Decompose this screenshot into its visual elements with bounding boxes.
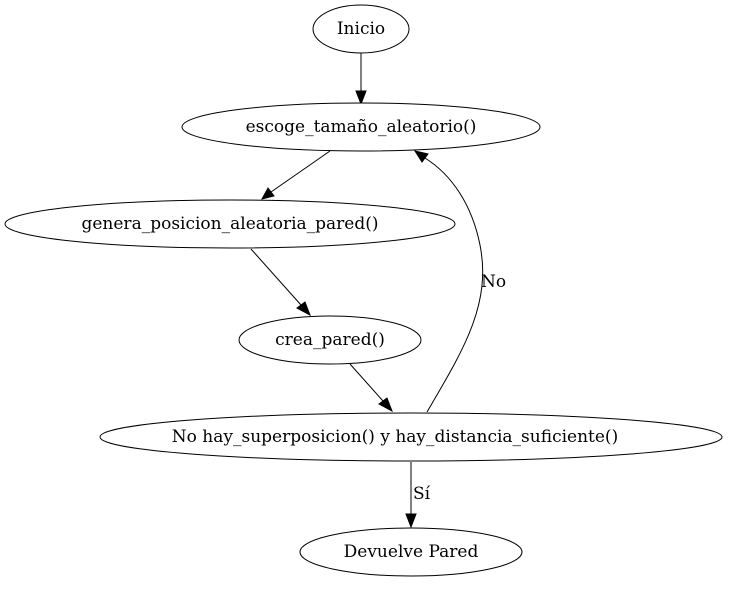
edge-condicion-to-devuelve [405,462,417,529]
edge-genera-to-crea [250,248,311,317]
edge-crea-to-condicion [349,363,393,413]
node-label-devuelve: Devuelve Pared [344,542,479,562]
edge-label-si: Sí [413,484,431,504]
edge-escoge-to-genera [261,150,331,200]
edge-label-no: No [481,272,506,292]
edges: No Sí [250,53,506,529]
node-devuelve: Devuelve Pared [299,527,523,577]
node-label-crea: crea_pared() [275,330,385,350]
node-inicio: Inicio [312,4,410,54]
node-label-genera: genera_posicion_aleatoria_pared() [81,214,378,234]
node-label-inicio: Inicio [337,19,385,39]
edge-condicion-to-escoge [413,150,484,413]
node-genera: genera_posicion_aleatoria_pared() [4,199,456,249]
edge-inicio-to-escoge [355,53,367,106]
node-condicion: No hay_superposicion() y hay_distancia_s… [99,412,723,462]
nodes: Inicio escoge_tamaño_aleatorio() genera_… [4,4,723,577]
node-crea: crea_pared() [238,315,422,365]
node-label-condicion: No hay_superposicion() y hay_distancia_s… [172,427,618,447]
node-label-escoge: escoge_tamaño_aleatorio() [246,117,477,137]
node-escoge: escoge_tamaño_aleatorio() [181,102,541,152]
